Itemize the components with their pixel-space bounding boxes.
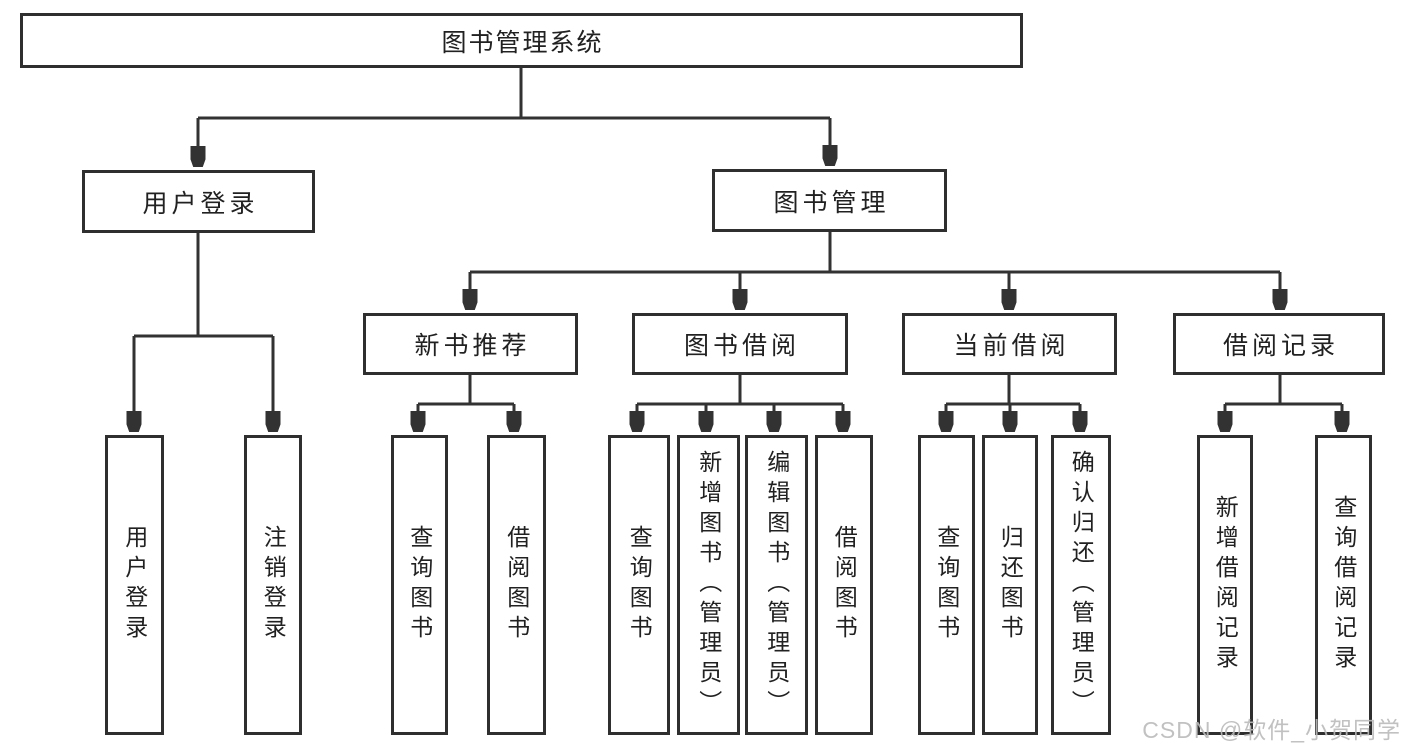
node-borrow-records: 借阅记录 bbox=[1173, 313, 1385, 375]
leaf-logout: 注销登录 bbox=[244, 435, 302, 735]
leaf-return-books: 归还图书 bbox=[982, 435, 1038, 735]
leaf-query-books-recommend-label: 查询图书 bbox=[406, 525, 433, 645]
leaf-add-book-admin-label: 新增图书（管理员） bbox=[695, 450, 722, 720]
node-current-borrow-label: 当前借阅 bbox=[953, 332, 1070, 360]
node-borrow-records-label: 借阅记录 bbox=[1222, 332, 1339, 360]
leaf-edit-book-admin-label: 编辑图书（管理员） bbox=[763, 450, 790, 720]
leaf-logout-label: 注销登录 bbox=[260, 525, 287, 645]
node-book-management: 图书管理 bbox=[712, 169, 947, 232]
leaf-return-books-label: 归还图书 bbox=[997, 525, 1024, 645]
node-book-management-label: 图书管理 bbox=[773, 188, 890, 217]
leaf-borrow-books-label: 借阅图书 bbox=[831, 525, 858, 645]
node-book-borrow: 图书借阅 bbox=[632, 313, 848, 375]
leaf-query-books-current-label: 查询图书 bbox=[933, 525, 960, 645]
leaf-add-borrow-record-label: 新增借阅记录 bbox=[1212, 495, 1239, 675]
leaf-edit-book-admin: 编辑图书（管理员） bbox=[745, 435, 808, 735]
leaf-user-login: 用户登录 bbox=[105, 435, 164, 735]
leaf-query-borrow-record: 查询借阅记录 bbox=[1315, 435, 1372, 735]
leaf-query-books-current: 查询图书 bbox=[918, 435, 975, 735]
leaf-add-borrow-record: 新增借阅记录 bbox=[1197, 435, 1253, 735]
leaf-query-books-borrow: 查询图书 bbox=[608, 435, 670, 735]
leaf-add-book-admin: 新增图书（管理员） bbox=[677, 435, 740, 735]
node-library-system: 图书管理系统 bbox=[20, 13, 1023, 68]
node-user-login-label: 用户登录 bbox=[142, 189, 259, 218]
csdn-watermark: CSDN @软件_小贺同学 bbox=[1142, 717, 1401, 743]
node-user-login: 用户登录 bbox=[82, 170, 315, 233]
node-new-book-recommend-label: 新书推荐 bbox=[414, 332, 531, 360]
node-book-borrow-label: 图书借阅 bbox=[683, 332, 800, 360]
leaf-query-books-recommend: 查询图书 bbox=[391, 435, 448, 735]
node-new-book-recommend: 新书推荐 bbox=[363, 313, 578, 375]
node-library-system-label: 图书管理系统 bbox=[441, 28, 604, 57]
leaf-borrow-books-recommend: 借阅图书 bbox=[487, 435, 546, 735]
leaf-user-login-label: 用户登录 bbox=[121, 525, 148, 645]
leaf-borrow-books-recommend-label: 借阅图书 bbox=[503, 525, 530, 645]
leaf-query-books-borrow-label: 查询图书 bbox=[626, 525, 653, 645]
node-current-borrow: 当前借阅 bbox=[902, 313, 1117, 375]
leaf-query-borrow-record-label: 查询借阅记录 bbox=[1330, 495, 1357, 675]
leaf-borrow-books: 借阅图书 bbox=[815, 435, 873, 735]
leaf-confirm-return-admin-label: 确认归还（管理员） bbox=[1068, 450, 1095, 720]
leaf-confirm-return-admin: 确认归还（管理员） bbox=[1051, 435, 1111, 735]
